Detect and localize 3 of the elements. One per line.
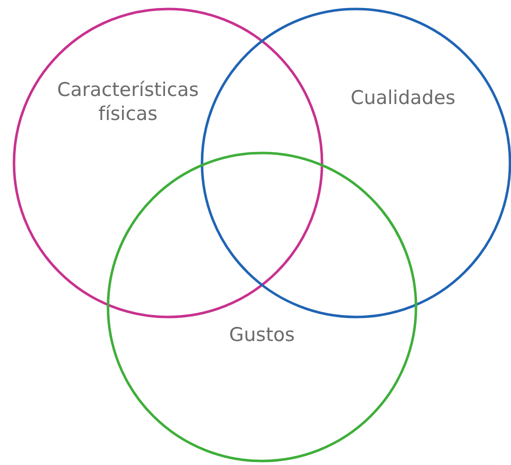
set-label: Cualidades bbox=[350, 86, 456, 110]
set-label: Características físicas bbox=[56, 78, 200, 126]
set-label: Gustos bbox=[228, 323, 296, 347]
